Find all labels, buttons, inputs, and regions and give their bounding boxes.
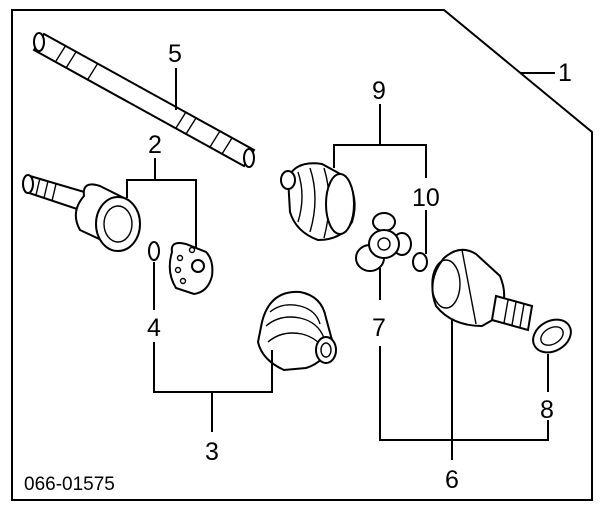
part-inner-boot	[280, 162, 356, 242]
callout-8: 8	[540, 396, 554, 424]
callout-9: 9	[372, 77, 386, 105]
callout-6: 6	[445, 466, 459, 494]
part-snap-ring-left	[148, 241, 160, 261]
callout-2: 2	[148, 131, 162, 159]
callout-4: 4	[147, 314, 161, 342]
callout-7: 7	[372, 314, 386, 342]
callout-1: 1	[558, 59, 572, 87]
part-inner-housing	[431, 248, 534, 332]
leader-lines	[126, 68, 555, 460]
part-inner-race	[168, 242, 214, 296]
callout-5: 5	[168, 40, 182, 68]
part-code: 066-01575	[24, 474, 115, 495]
part-tripod-spider	[355, 212, 412, 272]
part-intermediate-shaft	[32, 32, 256, 168]
part-snap-ring-right	[412, 252, 428, 272]
part-outer-cv-joint	[22, 174, 141, 252]
callout-10: 10	[412, 184, 440, 212]
assembly-frame	[11, 9, 593, 501]
part-dust-seal	[532, 318, 572, 354]
callout-3: 3	[205, 438, 219, 466]
part-outer-boot	[256, 290, 337, 372]
